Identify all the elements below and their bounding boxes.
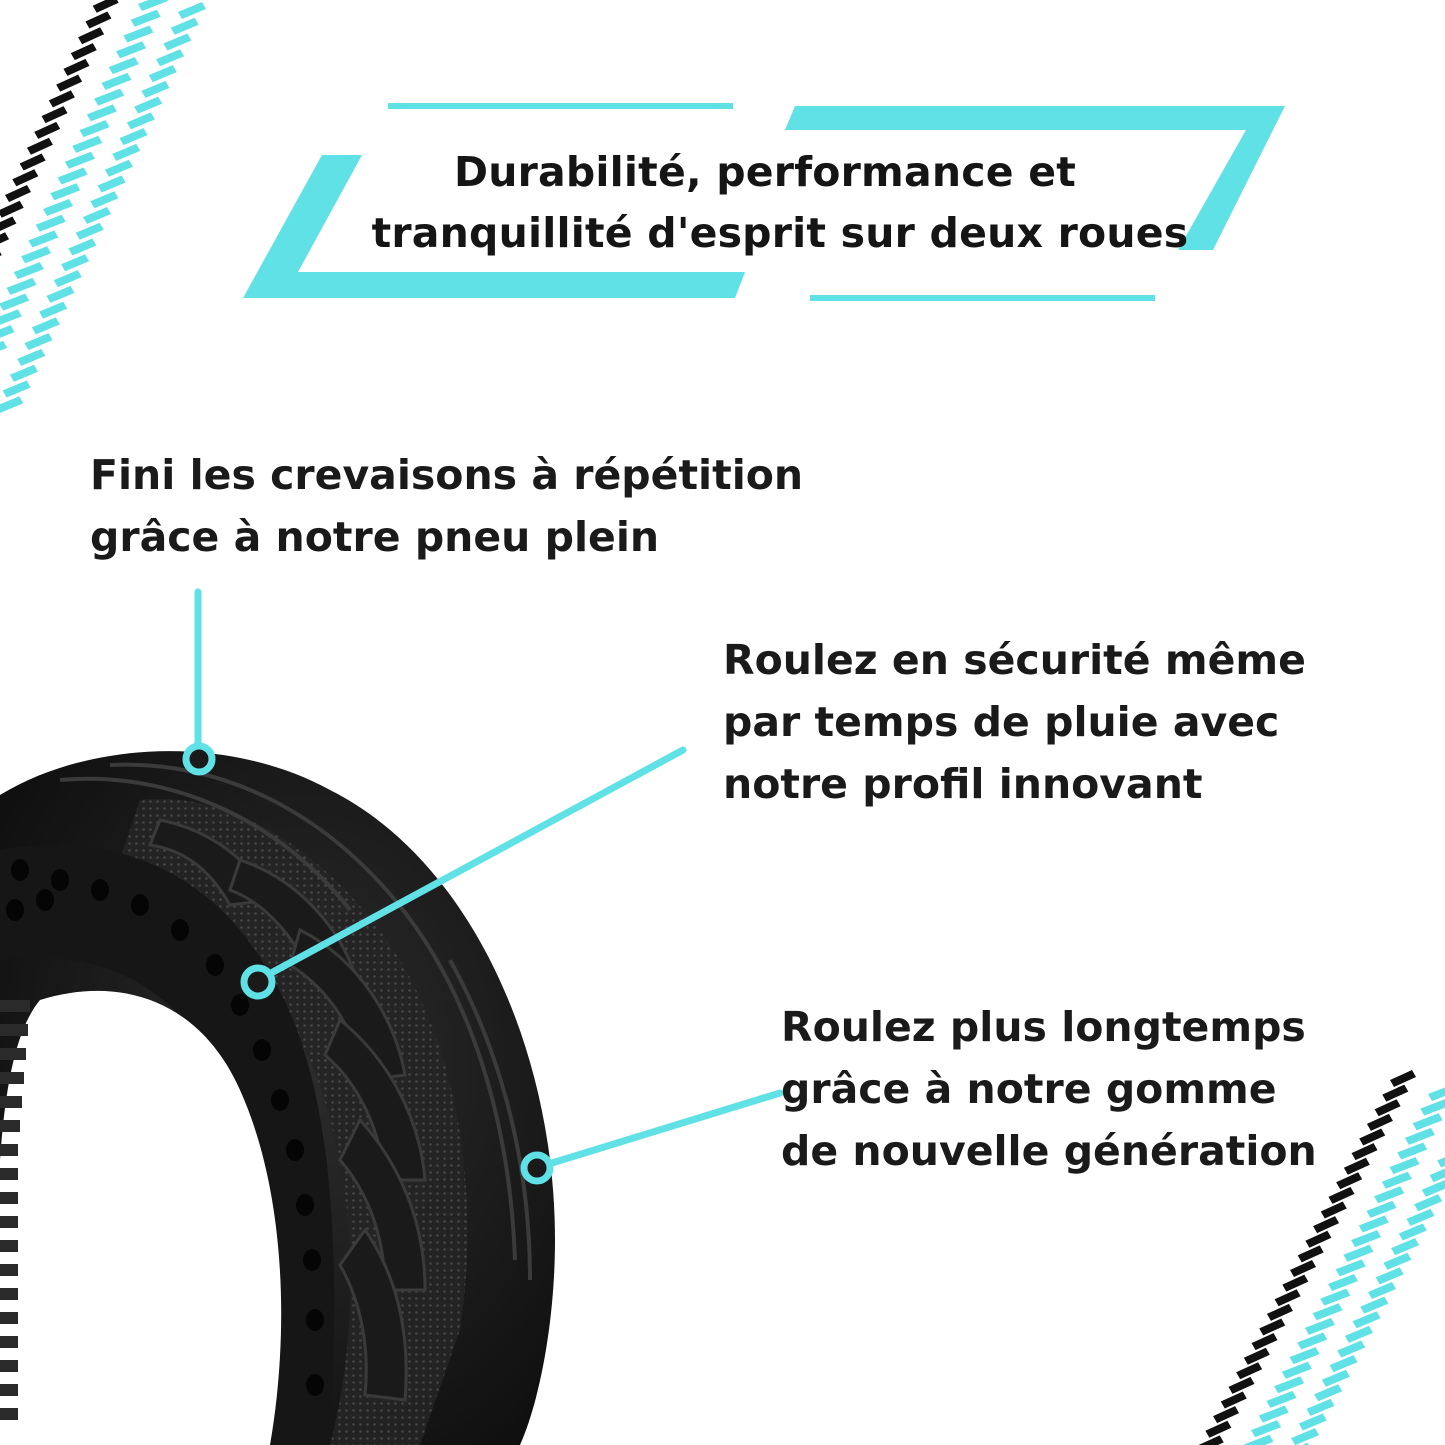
callout-dot-3	[520, 1151, 554, 1185]
feature-2-line-2: par temps de pluie avec	[723, 698, 1280, 746]
feature-3-line-1: Roulez plus longtemps	[781, 1003, 1306, 1051]
feature-puncture-proof: Fini les crevaisons à répétition grâce à…	[90, 444, 803, 568]
callout-line-2	[269, 746, 687, 976]
feature-1-line-2: grâce à notre pneu plein	[90, 513, 660, 561]
callout-dot-1	[182, 742, 216, 776]
feature-3-line-2: grâce à notre gomme	[781, 1065, 1277, 1113]
frame-line-bottom	[810, 295, 1155, 301]
tire-track-bottom-right	[1198, 1070, 1445, 1445]
frame-bracket-right	[785, 106, 1285, 250]
feature-2-line-1: Roulez en sécurité même	[723, 636, 1306, 684]
tire-track-top-left	[0, 0, 206, 413]
feature-2-line-3: notre profil innovant	[723, 760, 1203, 808]
tire-inner-hole	[0, 990, 282, 1445]
title-line-1: Durabilité, performance et	[453, 148, 1077, 196]
feature-wet-grip: Roulez en sécurité même par temps de plu…	[723, 629, 1306, 815]
frame-bracket-left	[243, 155, 745, 298]
feature-long-lasting: Roulez plus longtemps grâce à notre gomm…	[781, 996, 1317, 1182]
feature-3-line-3: de nouvelle génération	[781, 1127, 1317, 1175]
frame-line-top	[388, 103, 733, 109]
title-line-2: tranquillité d'esprit sur deux roues	[371, 209, 1189, 257]
feature-1-line-1: Fini les crevaisons à répétition	[90, 451, 804, 499]
callout-line-3	[548, 1089, 784, 1167]
callout-dot-2	[240, 964, 276, 1000]
